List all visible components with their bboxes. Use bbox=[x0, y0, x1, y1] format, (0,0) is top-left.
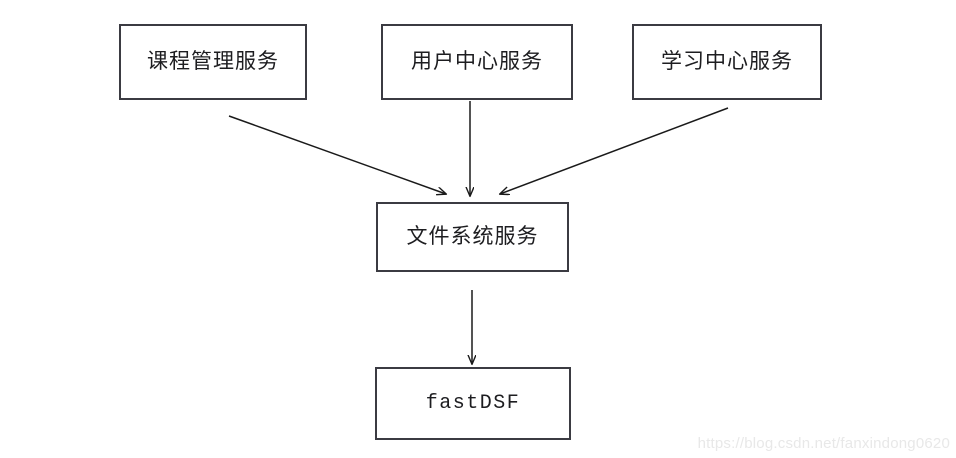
node-label-file-system-service: 文件系统服务 bbox=[406, 224, 539, 249]
watermark-text: https://blog.csdn.net/fanxindong0620 bbox=[697, 435, 950, 452]
node-label-learning-center-service: 学习中心服务 bbox=[661, 49, 793, 74]
node-label-course-management-service: 课程管理服务 bbox=[147, 49, 279, 74]
node-label-fastdsf: fastDSF bbox=[425, 391, 521, 415]
node-label-user-center-service: 用户中心服务 bbox=[411, 49, 543, 74]
edge-learning-to-filesystem bbox=[500, 107, 729, 194]
node-learning-center-service: 学习中心服务 bbox=[632, 24, 822, 100]
node-user-center-service: 用户中心服务 bbox=[381, 24, 573, 100]
node-fastdsf: fastDSF bbox=[375, 367, 571, 440]
edge-course-to-filesystem bbox=[228, 115, 446, 194]
node-file-system-service: 文件系统服务 bbox=[376, 202, 569, 272]
node-course-management-service: 课程管理服务 bbox=[119, 24, 307, 100]
